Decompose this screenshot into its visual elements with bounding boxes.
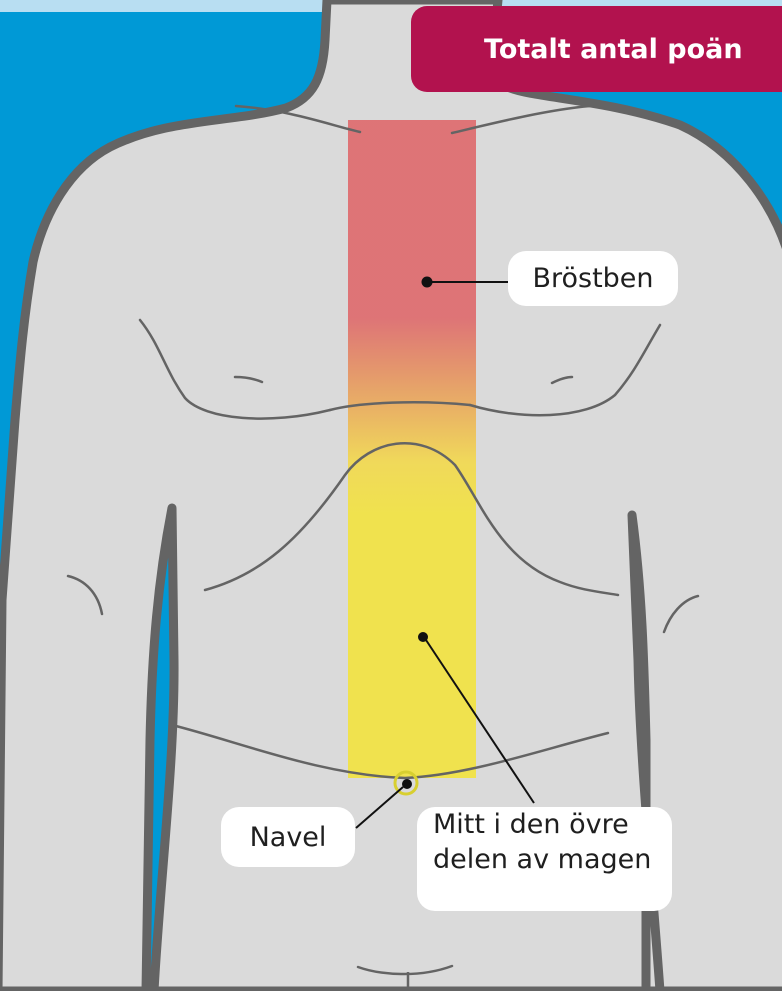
navel-dot [402,779,412,789]
epigastric-callout: Mitt i den övre delen av magen [417,807,672,911]
sternum-callout: Bröstben [508,251,678,306]
navel-label: Navel [250,822,327,853]
sternum-point [422,277,433,288]
epigastric-label-line1: Mitt i den övre [433,807,629,842]
total-score-banner: Totalt antal poän [411,6,782,92]
sternum-label: Bröstben [532,263,653,294]
total-score-label: Totalt antal poän [484,34,743,65]
navel-callout: Navel [221,807,355,867]
epigastric-point [418,632,428,642]
pain-area-band [348,120,476,778]
epigastric-label-line2: delen av magen [433,842,651,877]
